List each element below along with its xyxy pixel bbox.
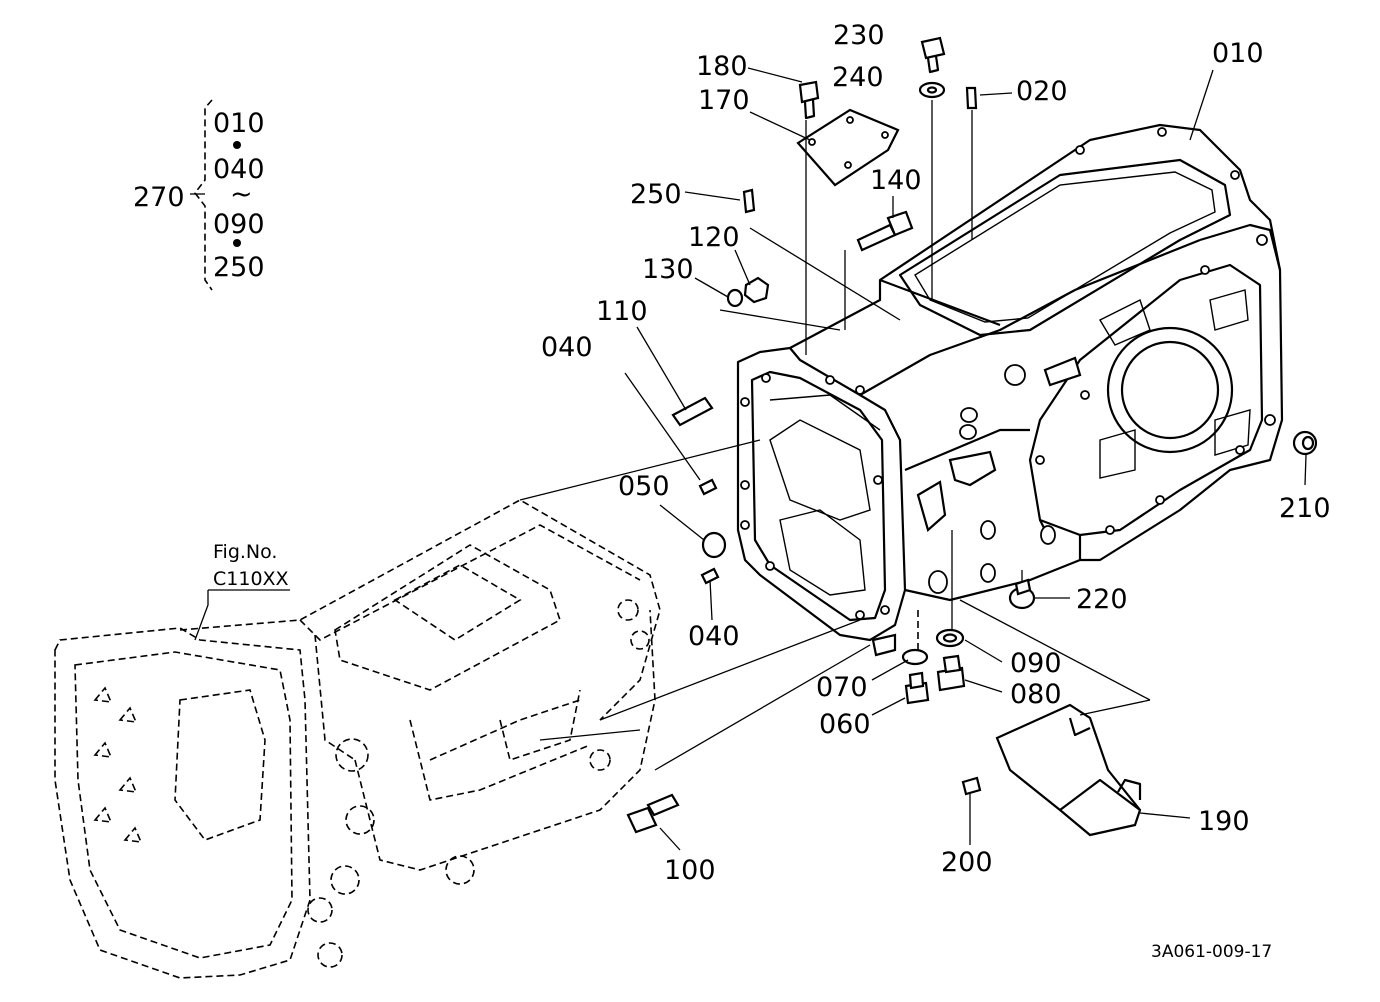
kit-labels: 270 010 040 ~ 090 250 — [133, 108, 265, 283]
label-230: 230 — [833, 20, 885, 51]
transmission-case — [736, 123, 1284, 657]
label-140: 140 — [870, 165, 922, 196]
fig-no-label: Fig.No. — [213, 541, 277, 563]
reference-housing-dashed — [54, 499, 661, 979]
kit-label-270: 270 — [133, 182, 185, 213]
drawing-code: 3A061-009-17 — [1151, 942, 1272, 962]
fig-no-code[interactable]: C110XX — [213, 568, 289, 590]
label-010: 010 — [1212, 38, 1264, 69]
kit-item-090: 090 — [213, 209, 265, 240]
kit-separator-dot — [233, 141, 241, 149]
label-040-bottom: 040 — [688, 621, 740, 652]
label-040-top: 040 — [541, 332, 593, 363]
label-130: 130 — [642, 254, 694, 285]
label-200: 200 — [941, 847, 993, 878]
label-100: 100 — [664, 855, 716, 886]
label-020: 020 — [1016, 76, 1068, 107]
label-060: 060 — [819, 709, 871, 740]
label-050: 050 — [618, 471, 670, 502]
label-180: 180 — [696, 51, 748, 82]
label-080: 080 — [1010, 679, 1062, 710]
label-120: 120 — [688, 222, 740, 253]
kit-bracket — [190, 99, 241, 291]
kit-item-range-tilde: ~ — [230, 179, 253, 210]
kit-separator-dot — [233, 239, 241, 247]
part-labels: 010 020 040 040 050 060 070 080 090 100 … — [541, 20, 1331, 886]
label-190: 190 — [1198, 806, 1250, 837]
label-070: 070 — [816, 672, 868, 703]
small-parts — [626, 36, 1318, 837]
kit-item-010: 010 — [213, 108, 265, 139]
label-220: 220 — [1076, 584, 1128, 615]
label-090: 090 — [1010, 648, 1062, 679]
label-210: 210 — [1279, 493, 1331, 524]
label-110: 110 — [596, 296, 648, 327]
label-240: 240 — [832, 62, 884, 93]
kit-item-040: 040 — [213, 154, 265, 185]
kit-item-250: 250 — [213, 252, 265, 283]
label-170: 170 — [698, 85, 750, 116]
figure-reference[interactable]: Fig.No. C110XX — [213, 541, 289, 590]
label-250: 250 — [630, 179, 682, 210]
leader-lines — [194, 67, 1307, 851]
